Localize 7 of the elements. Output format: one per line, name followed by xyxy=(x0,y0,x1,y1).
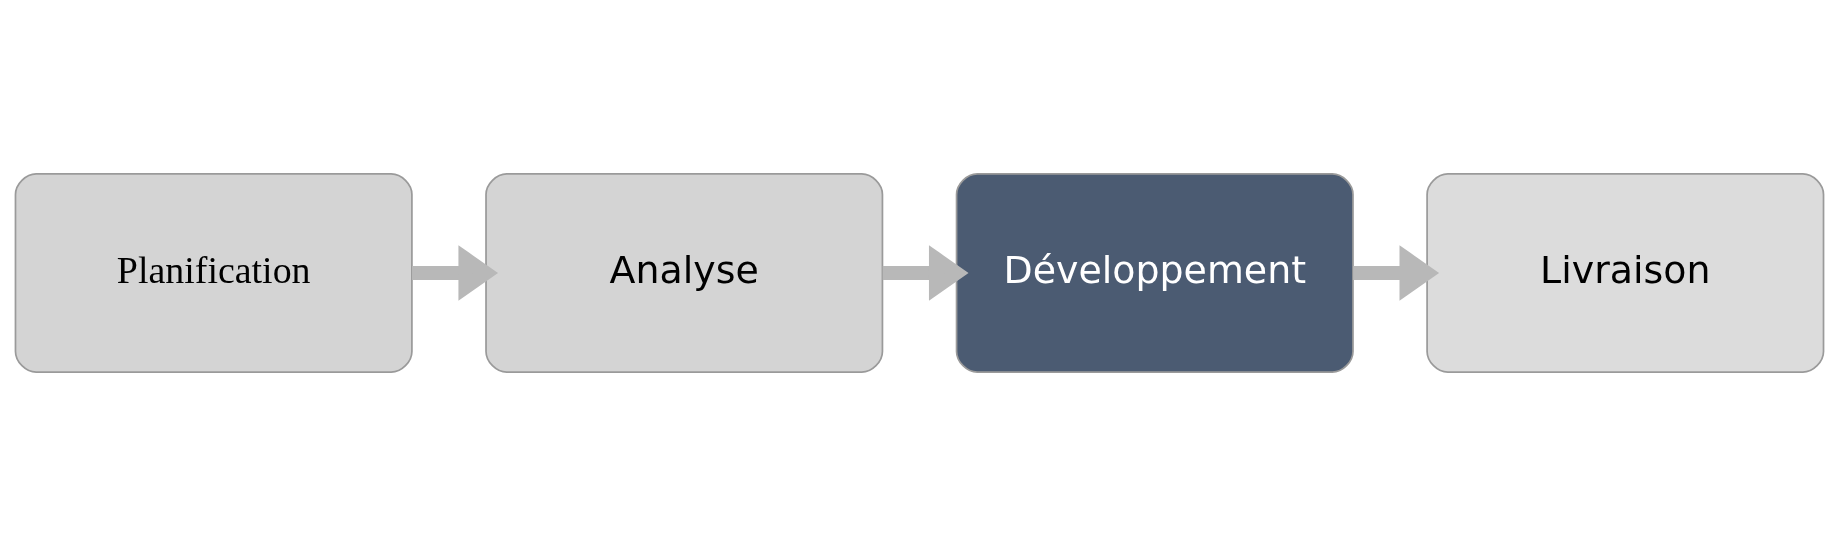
node-box: Analyse xyxy=(485,172,884,373)
node-box: Planification xyxy=(14,172,413,373)
node-box: Livraison xyxy=(1426,172,1825,373)
node-box: Développement xyxy=(955,172,1354,373)
arrow xyxy=(882,244,969,301)
arrow xyxy=(412,244,499,301)
arrow xyxy=(1353,244,1440,301)
